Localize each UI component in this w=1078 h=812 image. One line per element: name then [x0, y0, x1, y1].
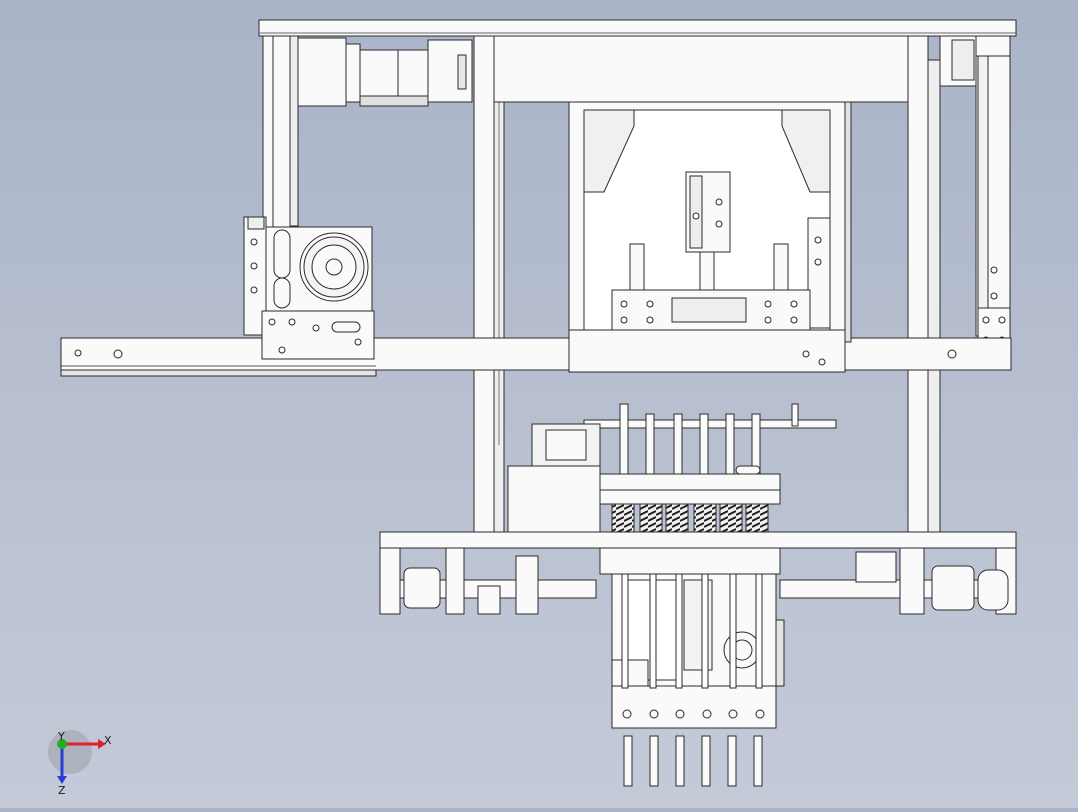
- upper-nozzle-stems: [619, 403, 799, 477]
- right-side-bracket: [939, 35, 1011, 359]
- upright-left: [473, 35, 495, 535]
- triad-shadow-icon: [48, 730, 92, 774]
- top-plate: [258, 19, 1017, 37]
- lower-nozzle-tips: [621, 573, 765, 787]
- upper-block: [493, 35, 909, 103]
- top-motor: [295, 37, 473, 107]
- z-axis-head-icon: [57, 776, 67, 784]
- y-axis-label: Y: [57, 730, 65, 743]
- z-axis-label: Z: [58, 784, 66, 797]
- lower-base-frame: [379, 531, 1017, 615]
- y-axis-dot-icon: [57, 739, 67, 749]
- central-housing: [568, 101, 852, 373]
- spring-module: [599, 465, 781, 575]
- x-axis-head-icon: [98, 739, 106, 749]
- left-reel-assembly: [243, 216, 375, 360]
- cross-beam: [60, 337, 1012, 371]
- upright-right: [907, 35, 929, 535]
- x-axis-label: X: [104, 734, 112, 747]
- orientation-triad: X Y Z: [48, 730, 112, 797]
- machine-assembly: [60, 19, 1017, 787]
